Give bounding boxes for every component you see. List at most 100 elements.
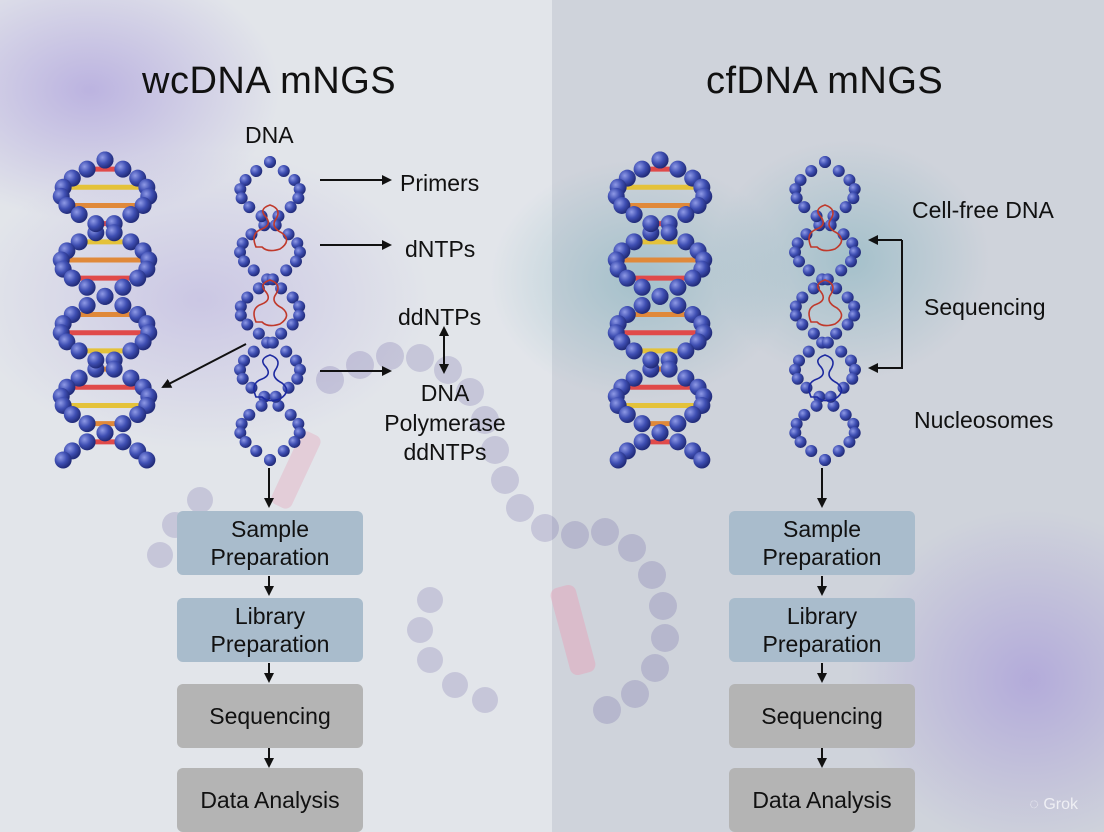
arrow-icon xyxy=(161,343,247,388)
step-sample-preparation: Sample Preparation xyxy=(177,511,363,575)
bracket-arrow xyxy=(875,239,903,369)
bead xyxy=(789,300,802,313)
bead xyxy=(669,296,687,314)
molecule-glyph xyxy=(808,354,843,402)
bead xyxy=(819,156,831,168)
bead xyxy=(288,174,301,187)
bead xyxy=(669,278,687,296)
bead xyxy=(848,246,861,259)
bead xyxy=(790,417,803,430)
dna-helix-icon xyxy=(607,151,713,469)
bead xyxy=(293,426,306,439)
bead xyxy=(830,327,843,340)
bead xyxy=(613,333,631,351)
bead xyxy=(677,206,695,224)
bead xyxy=(848,426,861,439)
bead xyxy=(250,444,263,457)
bead xyxy=(807,327,820,340)
bead xyxy=(805,165,818,178)
bead xyxy=(234,246,247,259)
bead xyxy=(824,219,837,232)
bead xyxy=(633,296,651,314)
bead xyxy=(266,336,279,349)
bead xyxy=(122,342,140,360)
nucleosomes-label: Nucleosomes xyxy=(914,407,1054,433)
bead xyxy=(642,351,660,369)
bead xyxy=(798,408,811,421)
molecule-glyph xyxy=(253,204,288,252)
step-library-preparation: Library Preparation xyxy=(177,598,363,662)
bead xyxy=(793,255,806,268)
bead xyxy=(684,406,702,424)
bead xyxy=(835,264,848,277)
bead xyxy=(239,435,252,448)
bead xyxy=(689,333,707,351)
step-label: Data Analysis xyxy=(752,787,892,813)
bead xyxy=(839,201,852,214)
step-label: Sequencing xyxy=(209,703,331,729)
bead xyxy=(847,192,860,205)
molecule-glyph xyxy=(253,354,288,402)
bead xyxy=(813,219,826,232)
bead xyxy=(846,237,859,250)
bead xyxy=(794,435,807,448)
bead xyxy=(669,433,687,451)
bead xyxy=(234,183,247,196)
bead xyxy=(234,363,247,376)
bead xyxy=(269,219,282,232)
bead xyxy=(236,237,249,250)
dna-helix-icon xyxy=(234,156,306,466)
bead xyxy=(625,233,643,251)
step-sample-preparation: Sample Preparation xyxy=(729,511,915,575)
bead xyxy=(286,291,299,304)
step-library-preparation: Library Preparation xyxy=(729,598,915,662)
bead xyxy=(789,363,802,376)
bead xyxy=(78,415,96,433)
bead xyxy=(252,327,265,340)
watermark-text: Grok xyxy=(1043,796,1078,813)
bead xyxy=(848,300,861,313)
bead xyxy=(96,151,114,169)
bead xyxy=(105,360,123,378)
bead xyxy=(63,406,81,424)
bead xyxy=(255,399,268,412)
cell-free-dna-label: Cell-free DNA xyxy=(912,197,1054,223)
bead xyxy=(796,291,809,304)
bead xyxy=(282,381,295,394)
bead xyxy=(848,183,861,196)
step-data-analysis: Data Analysis xyxy=(177,768,363,832)
bead xyxy=(651,287,669,305)
bead xyxy=(58,196,76,214)
bead xyxy=(292,192,305,205)
bead xyxy=(293,300,306,313)
bead xyxy=(843,435,856,448)
bead xyxy=(618,406,636,424)
bead xyxy=(848,309,861,322)
bead xyxy=(827,399,840,412)
sequencing-label: Sequencing xyxy=(924,294,1046,320)
bead xyxy=(660,360,678,378)
bead xyxy=(70,206,88,224)
bead xyxy=(790,192,803,205)
dna-helix-icon xyxy=(789,156,861,466)
bead xyxy=(633,278,651,296)
watermark: ◌ Grok xyxy=(1029,796,1078,814)
bead xyxy=(286,318,299,331)
bead xyxy=(114,278,132,296)
bead xyxy=(798,201,811,214)
bead xyxy=(78,160,96,178)
panel-title: wcDNA mNGS xyxy=(142,60,397,102)
bead xyxy=(293,246,306,259)
bead xyxy=(289,354,302,367)
bead xyxy=(78,278,96,296)
bead xyxy=(633,415,651,433)
bead xyxy=(789,426,802,439)
bead xyxy=(284,201,297,214)
bead xyxy=(807,282,820,295)
step-sequencing: Sequencing xyxy=(177,684,363,748)
bead xyxy=(87,351,105,369)
bead xyxy=(250,165,263,178)
bead xyxy=(235,417,248,430)
bead xyxy=(669,415,687,433)
molecule-glyph xyxy=(808,279,843,327)
